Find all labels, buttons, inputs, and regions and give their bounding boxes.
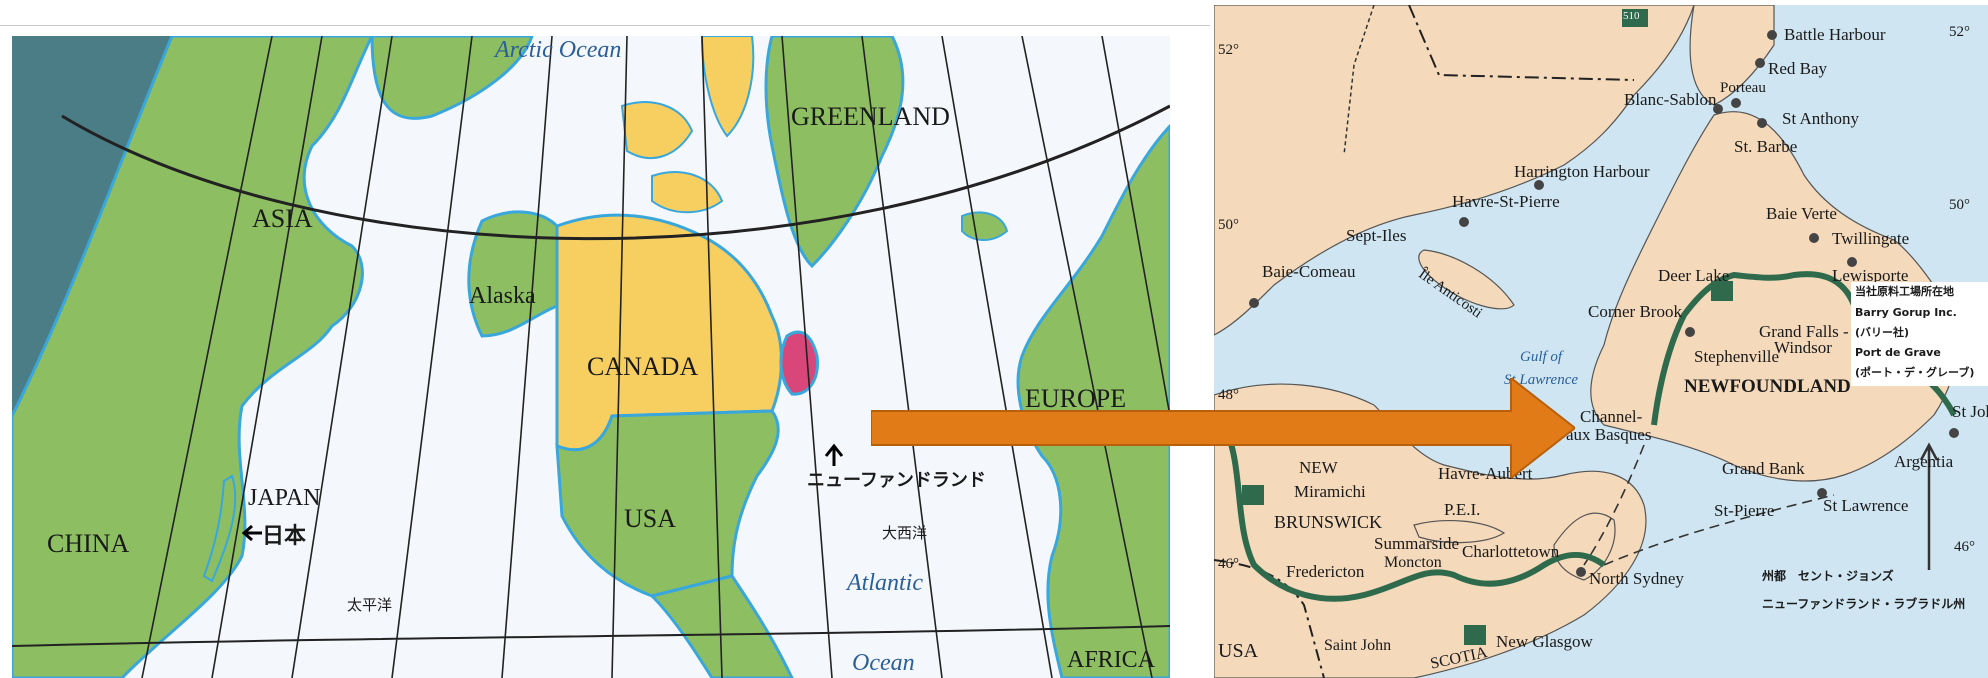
- place-deer-lake: Deer Lake: [1658, 266, 1730, 285]
- label-china: CHINA: [47, 529, 130, 558]
- japan-pointer-icon: [241, 524, 262, 542]
- label-arctic-ocean: Arctic Ocean: [495, 37, 622, 63]
- place-twillingate: Twillingate: [1832, 229, 1910, 248]
- lat-label-46-right: 46°: [1954, 539, 1975, 555]
- legend-line-4: Port de Grave: [1855, 346, 1941, 359]
- label-greenland: GREENLAND: [791, 102, 950, 131]
- place-grand-bank: Grand Bank: [1722, 459, 1805, 478]
- lat-label-50-right: 50°: [1949, 197, 1970, 213]
- place-st-lawrence-town: St Lawrence: [1823, 496, 1909, 515]
- place-st-pierre: St-Pierre: [1714, 501, 1775, 520]
- capital-note-line-1: 州都 セント・ジョンズ: [1762, 569, 1894, 583]
- place-battle-harbour: Battle Harbour: [1784, 25, 1886, 44]
- connecting-arrow-icon: [871, 378, 1575, 478]
- place-new: NEW: [1299, 458, 1338, 477]
- place-fredericton: Fredericton: [1286, 562, 1365, 581]
- label-newfoundland-jp: ニューファンドランド: [807, 470, 986, 491]
- lat-label-46-left: 46°: [1218, 556, 1239, 572]
- place-baie-comeau: Baie-Comeau: [1262, 262, 1356, 281]
- lat-label-52-right: 52°: [1949, 24, 1970, 40]
- place-blanc-sablon: Blanc-Sablon: [1624, 90, 1717, 109]
- label-alaska: Alaska: [469, 283, 536, 309]
- label-atlantic: Atlantic: [847, 570, 923, 596]
- label-japan-jp: 日本: [262, 524, 307, 549]
- legend-line-1: 当社原料工場所在地: [1855, 285, 1954, 298]
- world-map-graphic: [12, 36, 1170, 678]
- capital-note-line-2: ニューファンドランド・ラブラドル州: [1762, 597, 1966, 611]
- place-summerside: Summarside: [1374, 534, 1459, 553]
- place-newfoundland: NEWFOUNDLAND: [1684, 376, 1851, 397]
- place-windsor: Windsor: [1774, 338, 1832, 357]
- place-baie-verte: Baie Verte: [1766, 204, 1837, 223]
- label-africa: AFRICA: [1067, 647, 1156, 673]
- place-north-sydney: North Sydney: [1589, 569, 1684, 588]
- label-usa: USA: [624, 504, 677, 533]
- place-porteau: Porteau: [1720, 80, 1766, 96]
- place-charlottetown: Charlottetown: [1462, 542, 1560, 561]
- place-havre-aubert: Havre-Aubert: [1438, 464, 1533, 483]
- legend-line-5: (ポート・デ・グレーブ): [1855, 366, 1975, 379]
- place-st-anthony: St Anthony: [1782, 109, 1859, 128]
- route-marker-icon: [1622, 9, 1648, 27]
- place-stephenville: Stephenville: [1694, 347, 1779, 366]
- place-miramichi: Miramichi: [1294, 482, 1366, 501]
- top-divider: [0, 25, 1210, 26]
- legend-line-2: Barry Gorup Inc.: [1855, 306, 1957, 319]
- label-japan: JAPAN: [248, 485, 321, 511]
- place-port-aux-basques: aux Basques: [1566, 425, 1652, 444]
- lat-label-48: 48°: [1218, 387, 1239, 403]
- label-europe: EUROPE: [1025, 384, 1127, 413]
- st-johns-pointer-icon: [1919, 442, 1939, 570]
- place-st-lawrence-gulf: St Lawrence: [1504, 372, 1579, 388]
- place-st-johns: St John: [1952, 402, 1988, 421]
- place-havre-st-pierre: Havre-St-Pierre: [1452, 192, 1560, 211]
- place-red-bay: Red Bay: [1768, 59, 1828, 78]
- label-ocean: Ocean: [852, 650, 915, 676]
- label-canada: CANADA: [587, 352, 699, 381]
- route-marker-icon: [1464, 625, 1486, 645]
- place-usa: USA: [1218, 640, 1259, 662]
- place-harrington: Harrington Harbour: [1514, 162, 1650, 181]
- lat-label-50-left: 50°: [1218, 217, 1239, 233]
- place-channel: Channel-: [1580, 407, 1643, 426]
- route-marker-icon: [1711, 281, 1733, 301]
- world-map: Arctic Ocean GREENLAND ASIA Alaska CANAD…: [12, 36, 1170, 678]
- place-lewisporte: Lewisporte: [1832, 266, 1909, 285]
- company-location-legend: 当社原料工場所在地 Barry Gorup Inc. (バリー社) Port d…: [1851, 282, 1988, 386]
- place-new-glasgow: New Glasgow: [1496, 632, 1593, 651]
- newfoundland-pointer-icon: [824, 443, 844, 466]
- place-pei: P.E.I.: [1444, 500, 1481, 519]
- place-brunswick: BRUNSWICK: [1274, 512, 1383, 532]
- place-corner-brook: Corner Brook: [1588, 302, 1682, 321]
- road-510-label: 510: [1623, 10, 1640, 22]
- route-marker-icon: [1242, 485, 1264, 505]
- label-atlantic-jp: 大西洋: [882, 524, 928, 542]
- label-pacific-jp: 太平洋: [347, 596, 393, 614]
- place-moncton: Moncton: [1384, 554, 1442, 571]
- place-sept-iles: Sept-Iles: [1346, 226, 1407, 245]
- place-saint-john: Saint John: [1324, 637, 1392, 654]
- place-argentia: Argentia: [1894, 452, 1954, 471]
- place-st-barbe: St. Barbe: [1734, 137, 1798, 156]
- label-asia: ASIA: [252, 204, 313, 233]
- place-grand-falls: Grand Falls -: [1759, 322, 1849, 341]
- legend-line-3: (バリー社): [1855, 326, 1910, 339]
- regional-map: 52° 52° 50° 50° 48° 46° 46° 510 Battle H…: [1214, 5, 1988, 678]
- lat-label-52-left: 52°: [1218, 42, 1239, 58]
- place-gulf: Gulf of: [1520, 349, 1563, 365]
